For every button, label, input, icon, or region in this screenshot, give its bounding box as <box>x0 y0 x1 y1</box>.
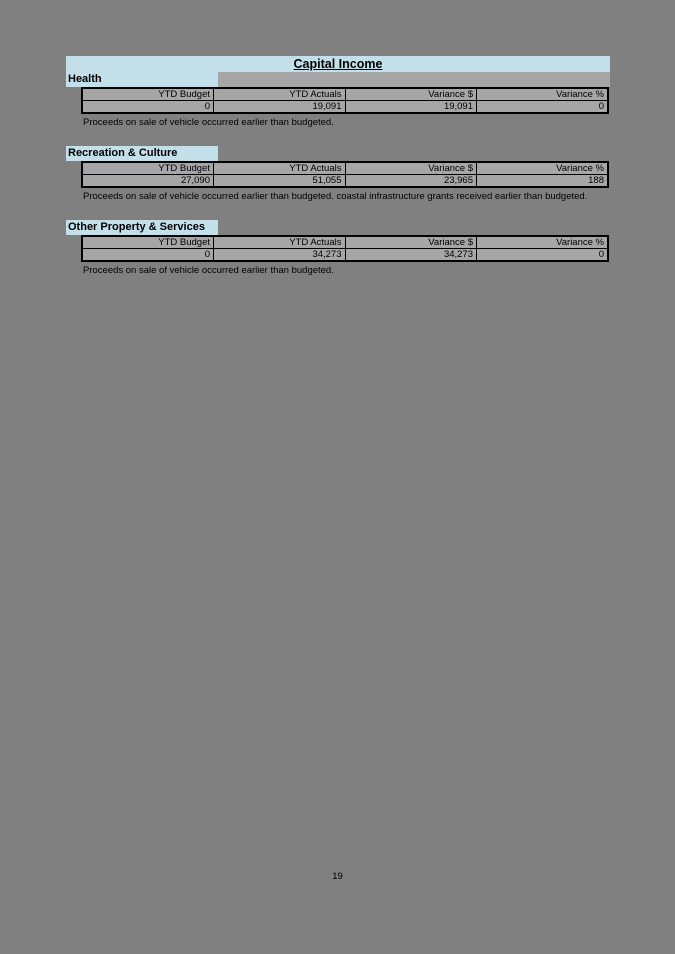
section-title: Recreation & Culture <box>66 146 218 161</box>
col-header-ytd-budget: YTD Budget <box>81 87 214 101</box>
other-property-services-table: YTD Budget YTD Actuals Variance $ Varian… <box>81 235 609 262</box>
table-value-row: 0 34,273 34,273 0 <box>81 248 609 262</box>
ytd-budget-value: 0 <box>81 100 214 114</box>
variance-percent-value: 0 <box>476 100 609 114</box>
table-header-row: YTD Budget YTD Actuals Variance $ Varian… <box>81 235 609 249</box>
col-header-ytd-budget: YTD Budget <box>81 235 214 249</box>
section-health: Health YTD Budget YTD Actuals Variance $… <box>66 72 610 129</box>
page-number: 19 <box>332 871 343 882</box>
section-title: Other Property & Services <box>66 220 218 235</box>
section-note: Proceeds on sale of vehicle occurred ear… <box>83 191 588 202</box>
report-content: Capital Income Health YTD Budget YTD Act… <box>66 56 610 277</box>
col-header-variance-percent: Variance % <box>476 87 609 101</box>
table-header-row: YTD Budget YTD Actuals Variance $ Varian… <box>81 87 609 101</box>
col-header-ytd-budget: YTD Budget <box>81 161 214 175</box>
variance-dollars-value: 19,091 <box>344 100 477 114</box>
col-header-variance-percent: Variance % <box>476 235 609 249</box>
section-note: Proceeds on sale of vehicle occurred ear… <box>83 117 334 128</box>
ytd-actuals-value: 34,273 <box>213 248 346 262</box>
variance-dollars-value: 34,273 <box>344 248 477 262</box>
ytd-budget-value: 0 <box>81 248 214 262</box>
section-header-strip <box>218 72 610 87</box>
ytd-actuals-value: 51,055 <box>213 174 346 188</box>
variance-dollars-value: 23,965 <box>344 174 477 188</box>
report-title: Capital Income <box>293 57 383 71</box>
section-header-row: Health <box>66 72 610 87</box>
section-recreation-culture: Recreation & Culture YTD Budget YTD Actu… <box>66 146 610 203</box>
col-header-variance-dollars: Variance $ <box>344 161 477 175</box>
col-header-ytd-actuals: YTD Actuals <box>213 87 346 101</box>
health-table: YTD Budget YTD Actuals Variance $ Varian… <box>81 87 609 114</box>
variance-percent-value: 0 <box>476 248 609 262</box>
ytd-budget-value: 27,090 <box>81 174 214 188</box>
recreation-culture-table: YTD Budget YTD Actuals Variance $ Varian… <box>81 161 609 188</box>
col-header-variance-percent: Variance % <box>476 161 609 175</box>
col-header-ytd-actuals: YTD Actuals <box>213 235 346 249</box>
col-header-ytd-actuals: YTD Actuals <box>213 161 346 175</box>
col-header-variance-dollars: Variance $ <box>344 235 477 249</box>
col-header-variance-dollars: Variance $ <box>344 87 477 101</box>
section-note: Proceeds on sale of vehicle occurred ear… <box>83 265 334 276</box>
variance-percent-value: 188 <box>476 174 609 188</box>
section-title: Health <box>66 72 218 87</box>
ytd-actuals-value: 19,091 <box>213 100 346 114</box>
section-other-property-services: Other Property & Services YTD Budget YTD… <box>66 220 610 277</box>
table-header-row: YTD Budget YTD Actuals Variance $ Varian… <box>81 161 609 175</box>
table-value-row: 0 19,091 19,091 0 <box>81 100 609 114</box>
section-header-row: Recreation & Culture <box>66 146 610 161</box>
report-title-bar: Capital Income <box>66 56 610 72</box>
table-value-row: 27,090 51,055 23,965 188 <box>81 174 609 188</box>
section-header-row: Other Property & Services <box>66 220 610 235</box>
